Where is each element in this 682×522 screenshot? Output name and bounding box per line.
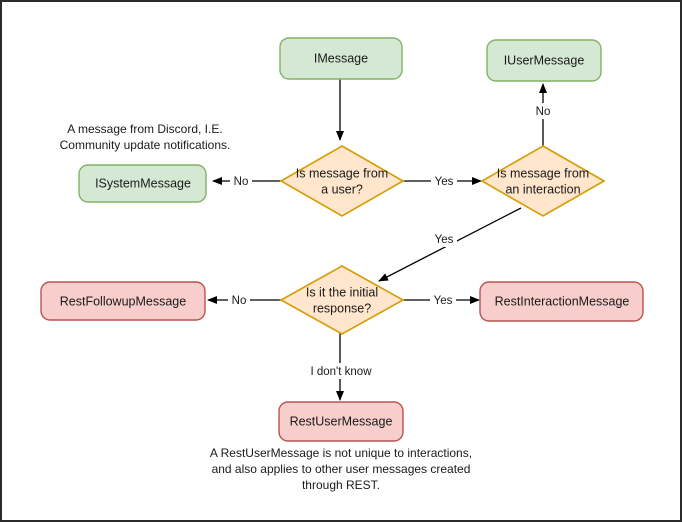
edge-decision-initial-no-to-restfollowupmessage: No — [207, 292, 283, 308]
restusermessage-label: RestUserMessage — [290, 414, 393, 428]
node-decision-is-initial-response[interactable]: Is it the initial response? — [279, 265, 405, 335]
system-note-line-2: Community update notifications. — [60, 138, 231, 152]
edge-label-user-yes: Yes — [435, 176, 454, 188]
isystemmessage-label: ISystemMessage — [95, 176, 191, 190]
restfollowupmessage-shape[interactable] — [40, 281, 206, 321]
restinteractionmessage-shape[interactable] — [479, 281, 644, 322]
edge-decision-interaction-no-to-iusermessage: No — [532, 83, 555, 146]
rest-note-line-2: and also applies to other user messages … — [212, 462, 471, 476]
decision-initial-label-line2: response? — [313, 301, 371, 315]
node-decision-is-message-from-interaction[interactable]: Is message from an interaction — [480, 145, 606, 217]
edge-label-user-no: No — [234, 176, 249, 188]
system-note-line-1: A message from Discord, I.E. — [67, 122, 222, 136]
restusermessage-shape[interactable] — [278, 401, 404, 442]
node-restusermessage[interactable]: RestUserMessage — [278, 401, 404, 442]
edge-decision-initial-yes-to-restinteractionmessage: Yes — [403, 292, 480, 308]
edge-decision-user-no-to-isystemmessage: No — [212, 173, 283, 189]
node-iusermessage[interactable]: IUserMessage — [486, 39, 602, 82]
node-decision-is-message-from-user[interactable]: Is message from a user? — [279, 145, 405, 217]
edge-decision-initial-unknown-to-restusermessage: I don't know — [305, 333, 377, 401]
decision-initial-shape[interactable] — [279, 265, 405, 335]
node-restfollowupmessage[interactable]: RestFollowupMessage — [40, 281, 206, 321]
imessage-shape[interactable] — [279, 37, 403, 80]
isystemmessage-shape[interactable] — [78, 164, 207, 203]
node-imessage[interactable]: IMessage — [279, 37, 403, 80]
edge-label-interaction-yes: Yes — [435, 234, 454, 246]
edge-label-initial-unknown: I don't know — [310, 366, 372, 378]
decision-interaction-label-line1: Is message from — [497, 166, 589, 180]
edge-decision-user-yes-to-decision-interaction: Yes — [403, 173, 482, 189]
decision-user-label-line1: Is message from — [296, 166, 388, 180]
edge-label-initial-no: No — [232, 295, 247, 307]
note-rest-user-message: A RestUserMessage is not unique to inter… — [210, 446, 472, 492]
decision-interaction-label-line2: an interaction — [505, 182, 580, 196]
restinteractionmessage-label: RestInteractionMessage — [495, 294, 630, 308]
rest-note-line-3: through REST. — [302, 478, 380, 492]
restfollowupmessage-label: RestFollowupMessage — [60, 294, 186, 308]
imessage-label: IMessage — [314, 51, 368, 65]
iusermessage-shape[interactable] — [486, 39, 602, 82]
edge-decision-interaction-yes-to-decision-initial: Yes — [378, 207, 522, 282]
edge-label-interaction-no: No — [536, 106, 551, 118]
decision-user-label-line2: a user? — [321, 182, 363, 196]
iusermessage-label: IUserMessage — [504, 53, 585, 67]
node-restinteractionmessage[interactable]: RestInteractionMessage — [479, 281, 644, 322]
edge-label-initial-yes: Yes — [434, 295, 453, 307]
node-isystemmessage[interactable]: ISystemMessage — [78, 164, 207, 203]
decision-initial-label-line1: Is it the initial — [306, 285, 378, 299]
decision-user-shape[interactable] — [279, 145, 405, 217]
rest-note-line-1: A RestUserMessage is not unique to inter… — [210, 446, 472, 460]
note-system-message: A message from Discord, I.E. Community u… — [60, 122, 231, 152]
decision-interaction-shape[interactable] — [480, 145, 606, 217]
